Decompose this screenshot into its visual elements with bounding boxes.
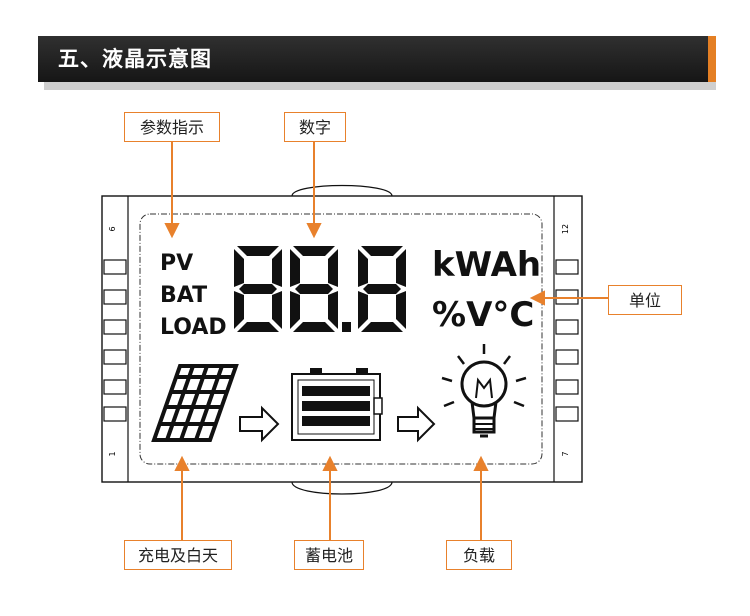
right-pins bbox=[555, 259, 579, 422]
callout-arrowhead bbox=[306, 223, 322, 239]
segment-d bbox=[237, 322, 279, 332]
callout-arrowhead bbox=[473, 455, 489, 471]
pin bbox=[103, 289, 127, 305]
param-pv: PV bbox=[160, 251, 193, 276]
solar-panel-icon bbox=[151, 364, 239, 442]
arrow-right-icon bbox=[239, 405, 280, 443]
pin-label-right-bottom: 7 bbox=[561, 451, 570, 456]
callout-arrows bbox=[164, 140, 608, 540]
header-accent-bar bbox=[708, 36, 716, 82]
segment-b bbox=[328, 249, 338, 287]
section-title: 五、液晶示意图 bbox=[58, 47, 212, 71]
callout-param-label: 参数指示 bbox=[124, 112, 220, 142]
light-bulb-icon bbox=[441, 344, 527, 438]
battery-icon bbox=[291, 368, 383, 441]
pin-label-right-top: 12 bbox=[561, 224, 570, 234]
seven-segment-digits bbox=[234, 246, 406, 332]
callout-arrowhead bbox=[164, 223, 180, 239]
decimal-point bbox=[342, 322, 351, 332]
pin bbox=[103, 259, 127, 275]
callout-arrowhead bbox=[322, 455, 338, 471]
segment-g bbox=[295, 284, 333, 294]
pin bbox=[555, 379, 579, 395]
unit-percent-v-c: %V°C bbox=[432, 295, 534, 335]
callout-unit-label: 单位 bbox=[608, 285, 682, 315]
segment-g bbox=[363, 284, 401, 294]
pin bbox=[103, 319, 127, 335]
segment-d bbox=[361, 322, 403, 332]
pin bbox=[555, 319, 579, 335]
segment-f bbox=[234, 249, 244, 287]
lcd-top-tab bbox=[291, 184, 393, 197]
param-load: LOAD bbox=[160, 315, 227, 340]
unit-kwah: kWAh bbox=[432, 245, 541, 285]
callout-arrowhead bbox=[174, 455, 190, 471]
segment-c bbox=[328, 291, 338, 329]
pin bbox=[555, 259, 579, 275]
segment-f bbox=[358, 249, 368, 287]
segment-a bbox=[293, 246, 335, 256]
segment-a bbox=[361, 246, 403, 256]
segment-f bbox=[290, 249, 300, 287]
lcd-view-area bbox=[139, 213, 543, 465]
section-header: 五、液晶示意图 bbox=[38, 36, 712, 82]
segment-e bbox=[234, 291, 244, 329]
segment-e bbox=[290, 291, 300, 329]
lcd-bottom-tab bbox=[291, 481, 393, 495]
left-pins bbox=[103, 259, 127, 422]
param-bat: BAT bbox=[160, 283, 207, 308]
callout-digits-label: 数字 bbox=[284, 112, 346, 142]
callout-load-label: 负载 bbox=[446, 540, 512, 570]
segment-g bbox=[239, 284, 277, 294]
segment-b bbox=[272, 249, 282, 287]
arrow-right-icon bbox=[397, 405, 436, 443]
pin bbox=[103, 349, 127, 365]
segment-e bbox=[358, 291, 368, 329]
segment-c bbox=[272, 291, 282, 329]
callout-solar-label: 充电及白天 bbox=[124, 540, 232, 570]
segment-a bbox=[237, 246, 279, 256]
pin-label-left-top: 6 bbox=[108, 226, 117, 231]
pin bbox=[555, 349, 579, 365]
callout-arrowhead bbox=[529, 290, 545, 306]
callout-battery-label: 蓄电池 bbox=[294, 540, 364, 570]
segment-d bbox=[293, 322, 335, 332]
pin bbox=[555, 406, 579, 422]
pin-label-left-bottom: 1 bbox=[108, 451, 117, 456]
pin bbox=[103, 379, 127, 395]
pin bbox=[103, 406, 127, 422]
segment-b bbox=[396, 249, 406, 287]
segment-c bbox=[396, 291, 406, 329]
header-shadow bbox=[44, 82, 716, 90]
